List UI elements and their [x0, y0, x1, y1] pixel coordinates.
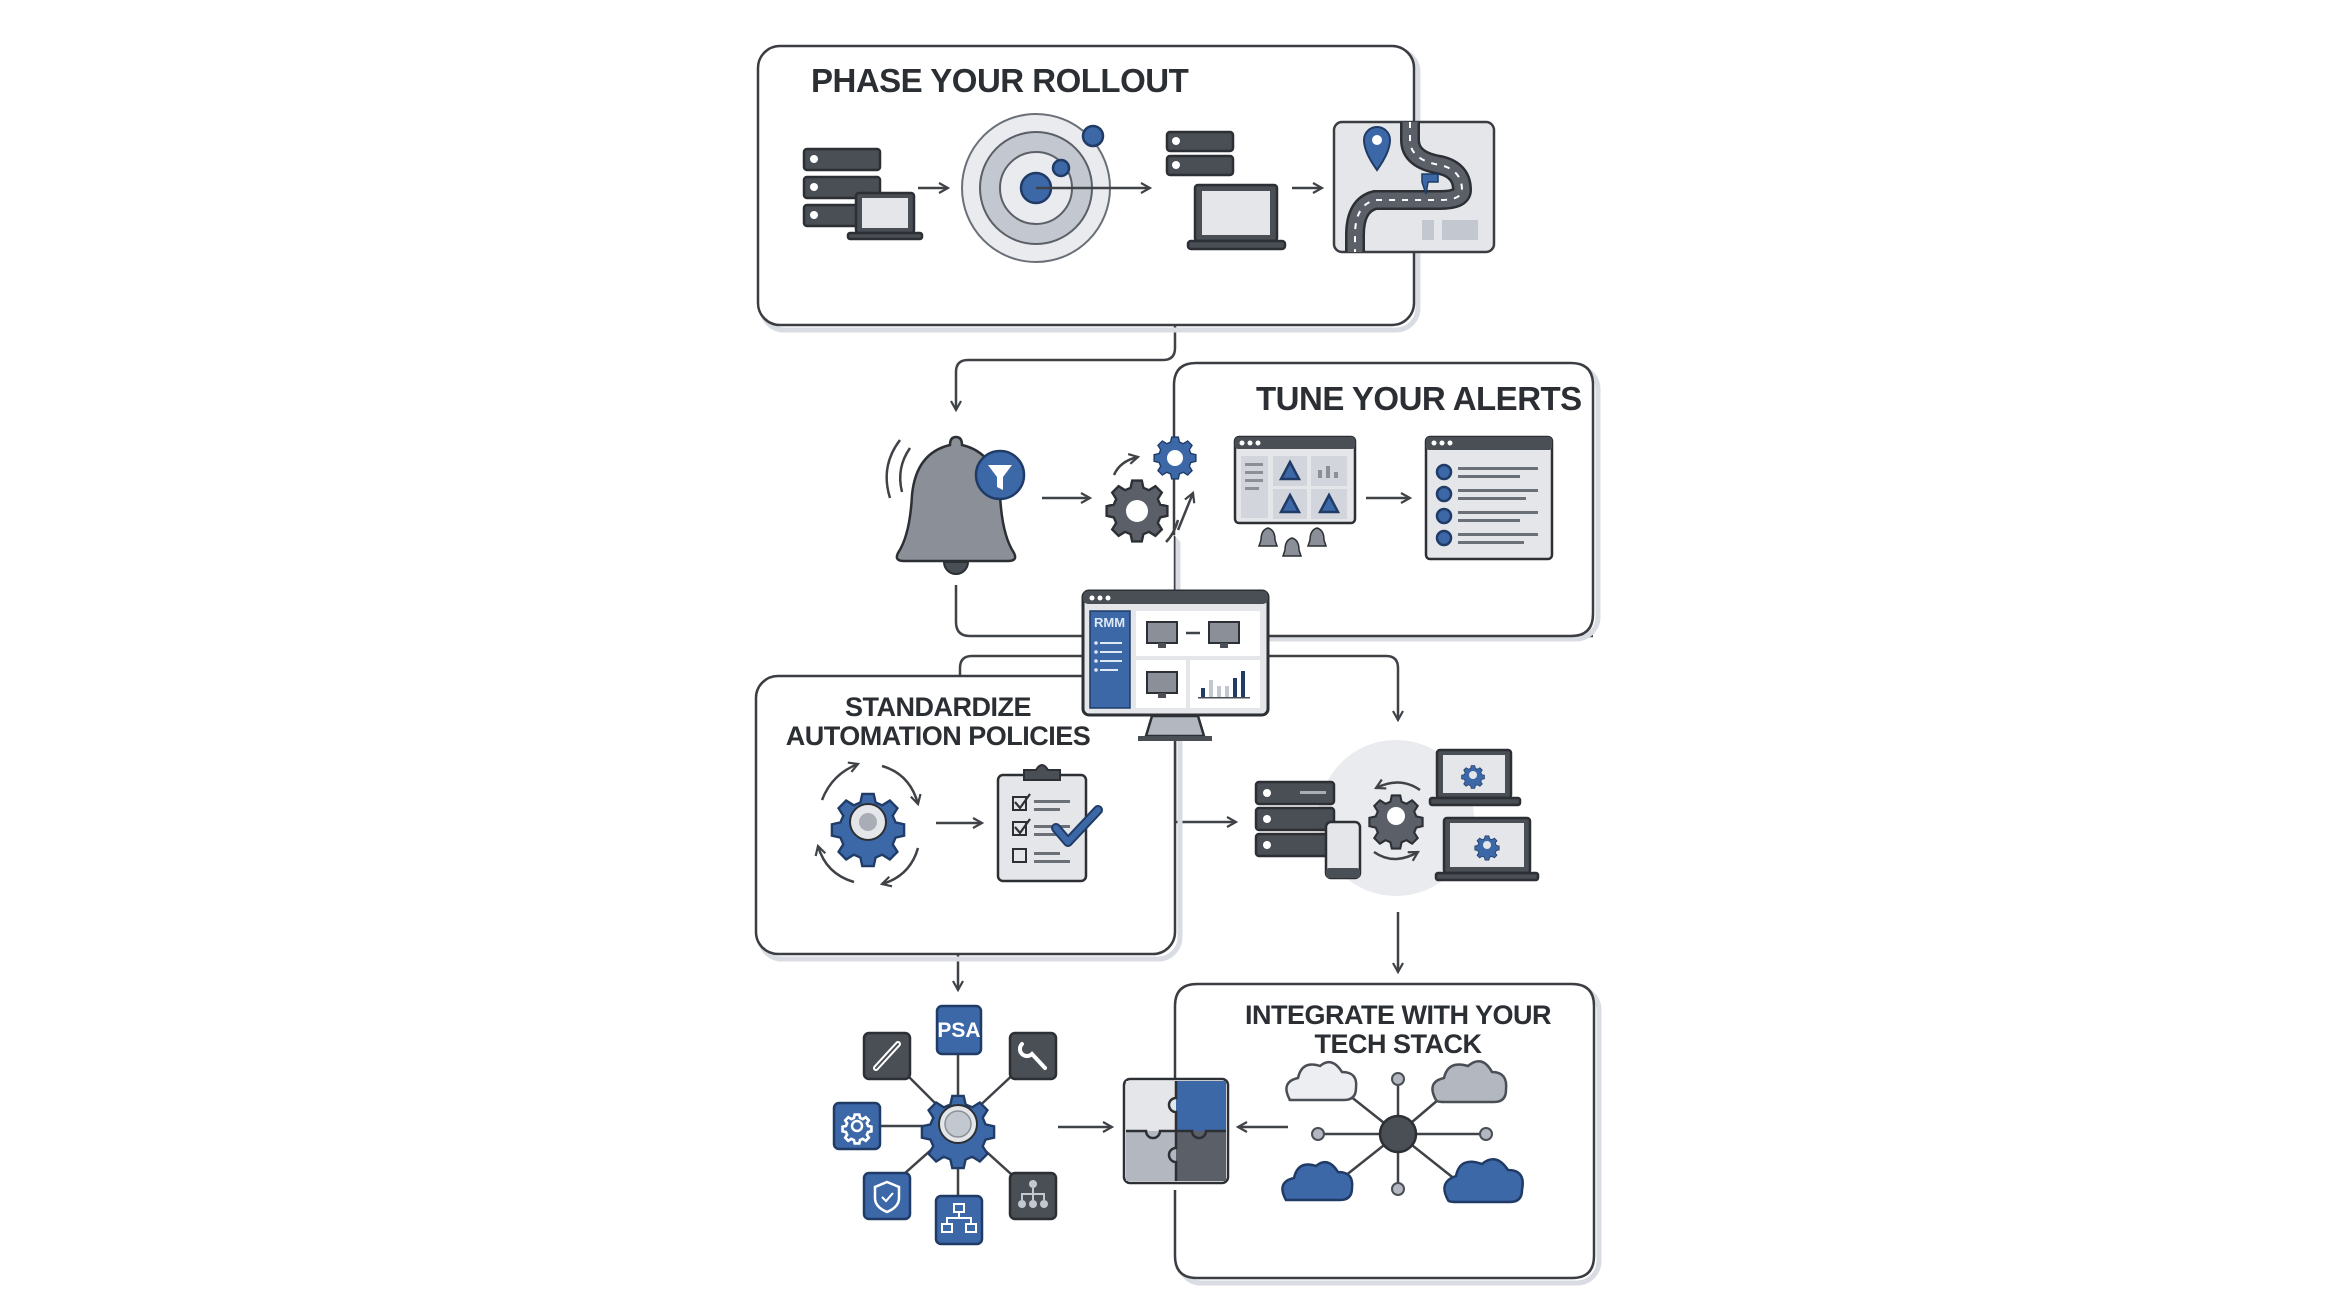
integrate-title-line1: INTEGRATE WITH YOUR [1245, 1000, 1551, 1030]
integrate-section: INTEGRATE WITH YOUR TECH STACK [1122, 982, 1602, 1286]
prioritized-list-icon [1424, 435, 1554, 561]
checklist-clipboard-icon [996, 764, 1103, 883]
integration-hub-icon: PSA [832, 1004, 1058, 1246]
integrate-title-line2: TECH STACK [1315, 1029, 1483, 1059]
puzzle-icon [1122, 1077, 1230, 1185]
cloud-grey-icon [1431, 1059, 1508, 1104]
radar-target-icon [961, 113, 1150, 263]
location-pin-icon [1362, 126, 1392, 172]
gears-icon [1105, 436, 1197, 543]
phase-title: PHASE YOUR ROLLOUT [811, 62, 1189, 99]
flag-icon [1421, 173, 1439, 195]
standardize-section: STANDARDIZE AUTOMATION POLICIES [754, 674, 1183, 962]
rmm-bar-chart [1198, 671, 1250, 699]
server-stack-with-laptop-icon [802, 147, 924, 241]
rmm-label: RMM [1094, 615, 1125, 630]
psa-node: PSA [935, 1004, 983, 1056]
bell-with-filter-icon [885, 435, 1026, 575]
tool-node [862, 1031, 912, 1081]
managed-laptops-icon [1428, 748, 1540, 882]
connector-tune-to-rmm [954, 585, 1083, 638]
cloud-network-icon [1281, 1059, 1524, 1204]
settings-node [832, 1101, 882, 1151]
servers-phone-icon [1254, 780, 1362, 880]
cycling-gear-icon [818, 764, 918, 884]
alert-dashboard-icon [1233, 435, 1357, 557]
connector-rmm-to-deploy [1268, 654, 1398, 720]
sync-gear-icon [1368, 782, 1424, 859]
cloud-blue-left-icon [1281, 1160, 1354, 1202]
wrench-node [1008, 1031, 1058, 1081]
standardize-box [754, 674, 1177, 956]
cloud-light-icon [1285, 1060, 1358, 1102]
deploy-section [1254, 740, 1540, 896]
rmm-monitor: RMM [1081, 589, 1270, 741]
shield-node [862, 1171, 912, 1221]
roadmap-icon [1332, 120, 1496, 254]
svg-text:PSA: PSA [937, 1019, 980, 1042]
org-chart-node [1008, 1171, 1058, 1221]
tune-section: TUNE YOUR ALERTS [885, 361, 1601, 642]
checkmark-icon [1053, 807, 1101, 845]
mini-bells [1257, 527, 1328, 557]
standardize-title-line2: AUTOMATION POLICIES [786, 721, 1091, 751]
monitor-stand [1144, 714, 1206, 738]
cloud-blue-right-icon [1443, 1157, 1524, 1204]
servers-and-laptop-icon [1165, 130, 1287, 251]
workflow-node [934, 1194, 984, 1246]
tune-title: TUNE YOUR ALERTS [1256, 380, 1582, 417]
standardize-title-line1: STANDARDIZE [845, 692, 1031, 722]
connector-phase-to-tune [956, 326, 1177, 410]
connector-rmm-to-standardize [958, 654, 1083, 676]
tune-box [1172, 361, 1595, 638]
network-hub [1378, 1114, 1418, 1154]
phase-section: PHASE YOUR ROLLOUT [756, 44, 1496, 333]
